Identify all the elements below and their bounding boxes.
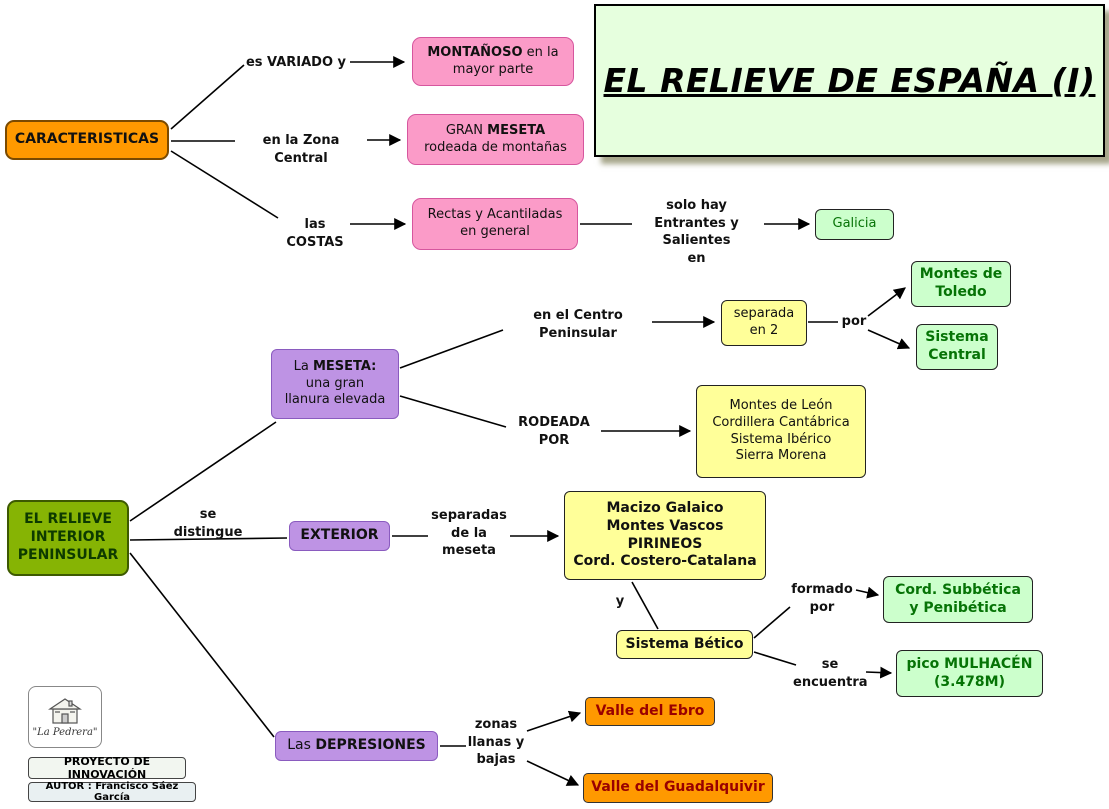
node-valle-del-guadalquivir: Valle del Guadalquivir <box>583 773 773 803</box>
logo-name: "La Pedrera" <box>32 727 98 738</box>
connector-arrow <box>526 760 580 786</box>
label-por: por <box>841 314 867 329</box>
label-zonas-llanas: zonas llanas y bajas <box>467 717 525 768</box>
node-cord-subbetica: Cord. Subbética y Penibética <box>883 576 1033 623</box>
text-line: MONTAÑOSO en la <box>427 44 559 60</box>
title-box: EL RELIEVE DE ESPAÑA (I) <box>594 4 1105 157</box>
text-line: Toledo <box>935 284 987 300</box>
node-separada-en-2: separada en 2 <box>721 300 807 346</box>
connector-arrow <box>855 586 880 599</box>
text-line: Cord. Subbética <box>895 581 1021 598</box>
proyecto-box: PROYECTO DE INNOVACIÓN <box>28 755 186 781</box>
text-line: Sistema <box>925 329 989 346</box>
node-rodeada-por-box: Montes de León Cordillera Cantábrica Sis… <box>696 385 866 478</box>
node-exterior: EXTERIOR <box>289 521 390 551</box>
text-line: Las DEPRESIONES <box>287 737 426 754</box>
label-solo-hay: solo hay Entrantes y Salientes en <box>654 198 739 266</box>
node-sistema-central: Sistema Central <box>916 324 998 370</box>
connector <box>129 537 288 541</box>
node-rectas-acantiladas: Rectas y Acantiladas en general <box>412 198 578 250</box>
text-line: Cord. Costero-Catalana <box>573 553 757 570</box>
text-line: en 2 <box>749 323 779 338</box>
text-line: Montes de León <box>729 398 833 414</box>
text-line: rodeada de montañas <box>424 139 567 155</box>
label-rodeada-por: RODEADA POR <box>518 415 590 448</box>
text-line: mayor parte <box>452 61 534 77</box>
node-valle-del-ebro: Valle del Ebro <box>585 697 715 726</box>
node-sistema-betico: Sistema Bético <box>616 630 753 659</box>
text-line: Rectas y Acantiladas <box>427 207 563 223</box>
connector <box>170 150 279 219</box>
node-las-depresiones: Las DEPRESIONES <box>275 731 438 761</box>
autor-box: AUTOR : Francisco Sáez García <box>28 781 196 803</box>
page-title: EL RELIEVE DE ESPAÑA (I) <box>603 61 1096 100</box>
text-line: (3.478M) <box>933 673 1005 690</box>
node-caracteristicas: CARACTERISTICAS <box>5 120 169 160</box>
connector <box>631 581 659 630</box>
node-pico-mulhacen: pico MULHACÉN (3.478M) <box>896 650 1043 697</box>
label-costas: las COSTAS <box>286 217 344 250</box>
text-line: en general <box>460 224 530 239</box>
connector <box>399 395 507 428</box>
node-la-meseta: La MESETA: una gran llanura elevada <box>271 349 399 419</box>
label-y: y <box>615 594 625 609</box>
text-line: una gran <box>305 375 365 391</box>
text-line: separada <box>733 306 795 322</box>
label-formado-por: formado por <box>791 582 853 615</box>
connector-arrow <box>865 666 893 679</box>
text-line: Sistema Ibérico <box>730 431 832 447</box>
connector <box>399 329 504 369</box>
text-line: Montes de <box>919 266 1003 283</box>
node-macizos-exteriores: Macizo Galaico Montes Vascos PIRINEOS Co… <box>564 491 766 580</box>
label-separadas-de-la-meseta: separadas de la meseta <box>431 508 507 559</box>
node-montes-de-toledo: Montes de Toledo <box>911 261 1011 307</box>
text-line: Sierra Morena <box>735 448 827 464</box>
label-es-variado: es VARIADO y <box>245 55 347 70</box>
node-montanoso: MONTAÑOSO en la mayor parte <box>412 37 574 86</box>
house-icon <box>48 698 82 724</box>
connector <box>170 64 245 130</box>
text-line: y Penibética <box>909 599 1007 616</box>
text-line: GRAN MESETA <box>445 122 546 138</box>
la-pedrera-logo: "La Pedrera" <box>28 686 102 748</box>
node-gran-meseta: GRAN MESETA rodeada de montañas <box>407 114 584 165</box>
node-galicia: Galicia <box>815 209 894 240</box>
text-line: La MESETA: <box>293 359 377 375</box>
connector <box>129 552 275 738</box>
connector-arrow <box>867 329 911 350</box>
label-centro-peninsular: en el Centro Peninsular <box>533 308 623 341</box>
text-line: Montes Vascos <box>606 517 724 534</box>
connector-arrow <box>867 287 906 317</box>
text-line: PIRINEOS <box>627 535 703 552</box>
label-se-distingue: se distingue <box>173 507 243 540</box>
connector <box>753 606 791 639</box>
text-line: Macizo Galaico <box>606 499 724 516</box>
text-line: Cordillera Cantábrica <box>712 414 850 430</box>
connector-arrow <box>526 710 582 732</box>
connector <box>129 421 277 522</box>
text-line: llanura elevada <box>284 392 386 408</box>
connector <box>753 651 797 666</box>
label-se-encuentra: se encuentra <box>793 657 868 690</box>
text-line: pico MULHACÉN <box>906 655 1033 672</box>
label-zona-central: en la Zona Central <box>262 133 340 166</box>
text-line: Central <box>928 347 986 363</box>
node-relieve-interior-peninsular: EL RELIEVE INTERIOR PENINSULAR <box>7 500 129 576</box>
